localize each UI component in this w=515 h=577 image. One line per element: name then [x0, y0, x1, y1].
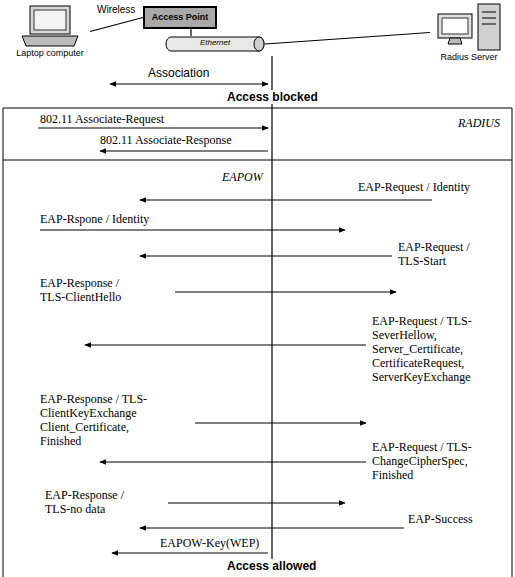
phase-label: Association — [148, 66, 209, 80]
lifeline — [271, 56, 272, 560]
protocol-label: EAPOW — [222, 170, 263, 184]
message-label: EAP-Request / TLS-ChangeCipherSpec, Fini… — [372, 440, 496, 482]
monitor-screen — [442, 18, 468, 34]
laptop-base — [22, 36, 78, 46]
message-label: EAP-Request / TLS-SeverHellow, Server_Ce… — [372, 314, 482, 384]
message-label: EAP-Response / TLS-ClientHello — [40, 276, 135, 304]
message-label: EAP-Success — [408, 512, 473, 526]
message-label: EAP-Request / Identity — [358, 180, 470, 194]
laptop-display — [34, 10, 66, 30]
message-label: EAP-Request / TLS-Start — [398, 240, 478, 268]
message-label: 802.11 Associate-Response — [100, 133, 232, 147]
message-arrow — [100, 462, 366, 463]
laptop-icon — [18, 4, 82, 48]
panel-border — [3, 108, 512, 577]
message-arrow — [38, 128, 268, 129]
message-arrow — [140, 528, 404, 529]
node-label: Access Point — [150, 12, 210, 23]
laptop-device: Laptop computer — [10, 4, 90, 59]
connector-line — [90, 18, 143, 32]
message-arrow — [175, 292, 396, 293]
message-label: 802.11 Associate-Request — [40, 112, 164, 126]
edge-label: Wireless — [97, 4, 135, 16]
message-label: EAP-Rspone / Identity — [40, 212, 149, 226]
monitor-stand — [448, 38, 462, 44]
cylinder-body — [166, 37, 264, 51]
node-label: Ethernet — [177, 38, 253, 48]
monitor — [438, 14, 472, 38]
message-arrow — [40, 230, 345, 231]
message-label: EAP-Response / TLS-ClientKeyExchange Cli… — [40, 392, 168, 448]
protocol-label: RADIUS — [458, 116, 500, 130]
server-icon — [434, 2, 504, 52]
status-label: Access blocked — [224, 90, 321, 104]
server-tower — [478, 4, 500, 50]
drive-bays — [482, 12, 496, 24]
message-arrow — [140, 200, 432, 201]
message-arrow — [168, 503, 345, 504]
association-arrow — [110, 84, 268, 85]
message-label: EAPOW-Key(WEP) — [160, 536, 259, 550]
message-arrow — [100, 151, 268, 152]
ethernet-cylinder: Ethernet — [165, 36, 265, 52]
status-label: Access allowed — [224, 559, 319, 573]
message-arrow — [112, 553, 268, 554]
cylinder-end — [254, 37, 264, 51]
message-arrow — [85, 345, 366, 346]
connector-line — [190, 29, 191, 36]
access-point-box: Access Point — [143, 6, 217, 29]
server-device: Radius Server — [430, 2, 508, 63]
message-arrow — [195, 423, 366, 424]
connector-line — [265, 33, 430, 45]
message-label: EAP-Response / TLS-no data — [45, 488, 130, 516]
message-arrow — [140, 256, 392, 257]
laptop-screen — [30, 6, 70, 34]
node-label: Laptop computer — [10, 48, 90, 59]
node-label: Radius Server — [430, 52, 508, 63]
